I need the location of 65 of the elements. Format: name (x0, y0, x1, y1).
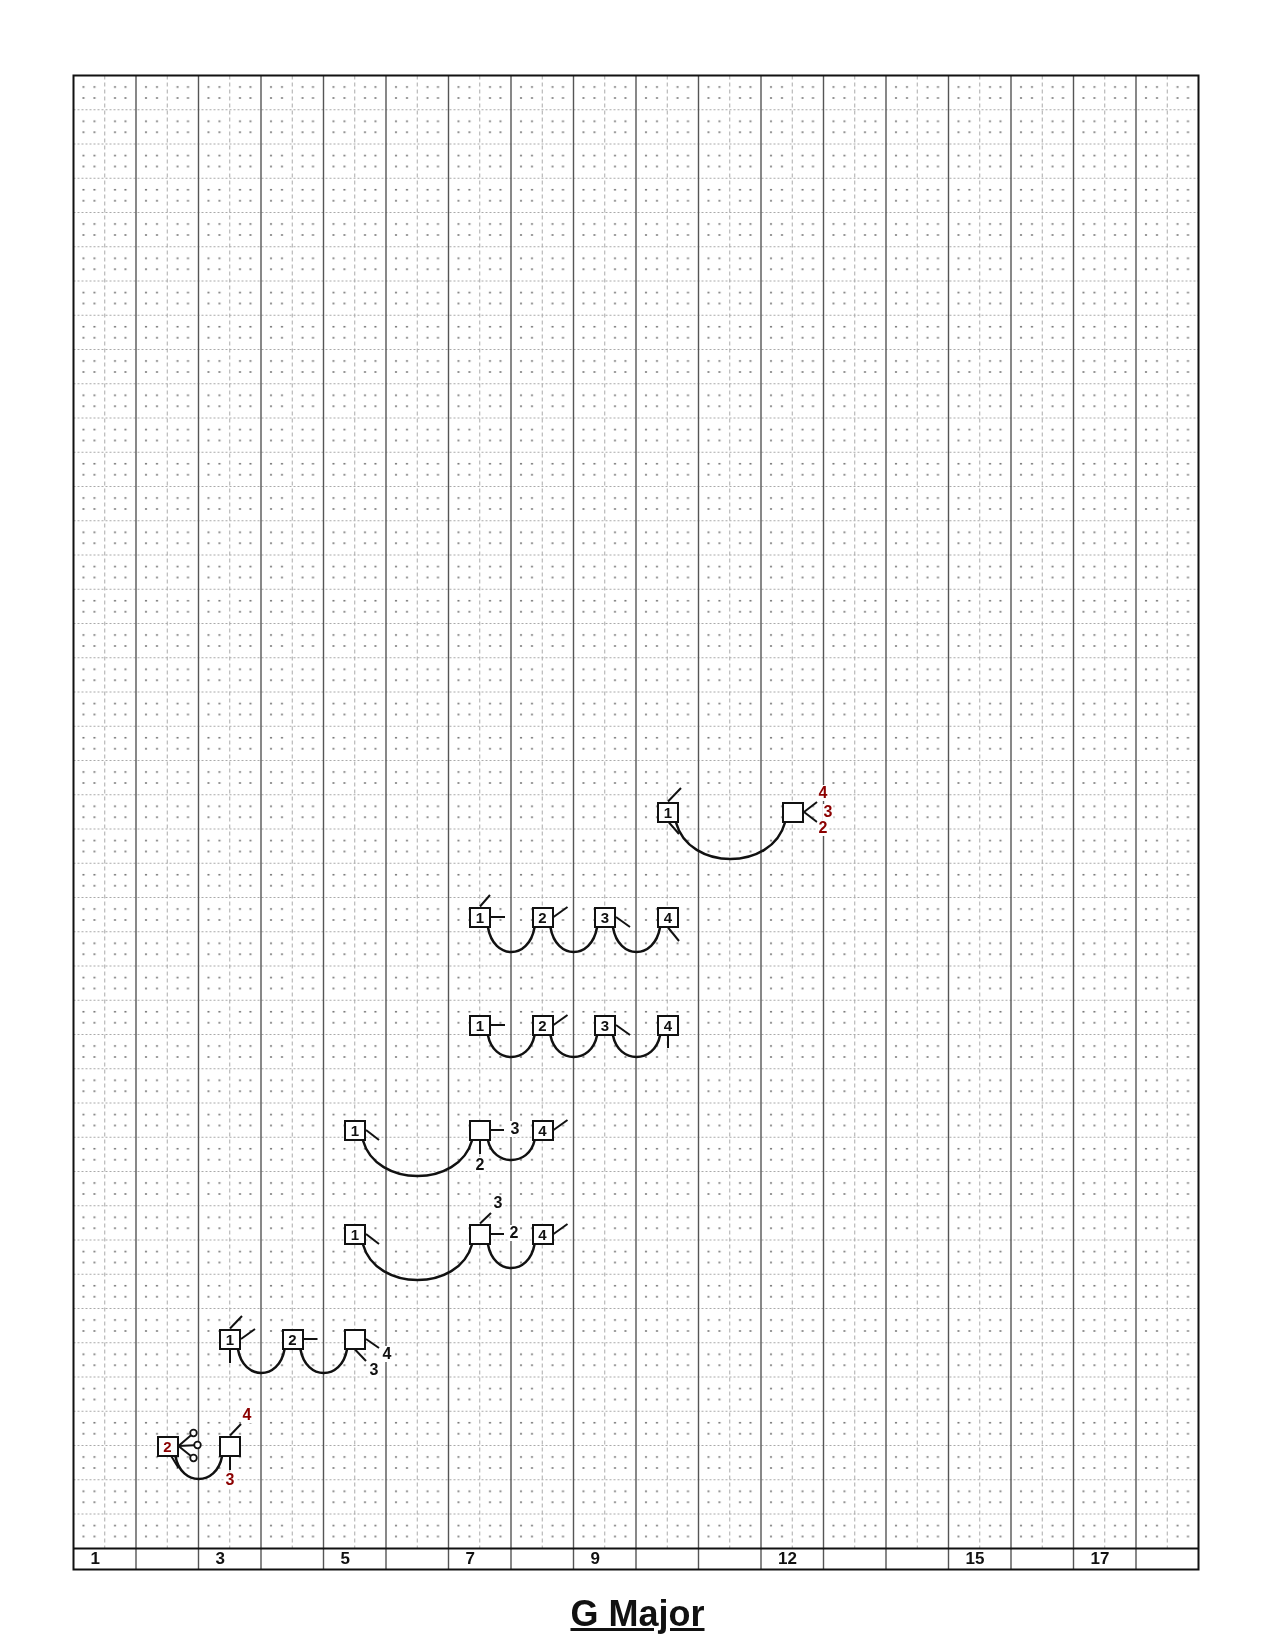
column-number: 9 (590, 1550, 600, 1568)
note-box (219, 1435, 241, 1457)
note-box (657, 906, 679, 928)
finger-number: 4 (663, 1017, 673, 1033)
note-box (469, 1223, 491, 1245)
slur-arc (486, 926, 536, 954)
finger-number: 2 (163, 1438, 172, 1454)
slur-arc (611, 926, 662, 954)
slur-arc (549, 926, 599, 954)
finger-number: 2 (538, 909, 547, 925)
slur-arc (486, 1139, 536, 1162)
slur-arc (236, 1348, 286, 1375)
finger-number: 1 (663, 804, 673, 820)
column-number: 12 (778, 1550, 797, 1568)
slur-arc (174, 1455, 224, 1481)
column-number: 1 (90, 1550, 100, 1568)
slur-arc (486, 1243, 536, 1270)
note-box (219, 1328, 241, 1350)
slur-arc (611, 1034, 662, 1059)
finger-number: 1 (475, 1017, 485, 1033)
finger-number: 1 (225, 1331, 235, 1347)
finger-number: 3 (368, 1362, 380, 1378)
finger-number: 3 (600, 909, 610, 925)
note-box (594, 1014, 616, 1036)
note-box (469, 1119, 491, 1141)
finger-number: 3 (224, 1472, 236, 1488)
slur-arc (299, 1348, 349, 1375)
note-box (344, 1119, 366, 1141)
note-box (344, 1328, 366, 1350)
note-box (469, 1014, 491, 1036)
finger-number: 4 (241, 1407, 253, 1423)
note-box (469, 906, 491, 928)
slur-arc (361, 1139, 474, 1178)
note-box (657, 801, 679, 823)
slur-arc (674, 821, 787, 861)
finger-number: 1 (350, 1226, 360, 1242)
finger-number: 4 (538, 1122, 547, 1138)
note-box (782, 801, 804, 823)
column-number: 15 (965, 1550, 985, 1568)
finger-number: 3 (509, 1121, 521, 1137)
finger-number: 4 (538, 1226, 547, 1242)
note-box (657, 1014, 679, 1036)
note-box (594, 906, 616, 928)
finger-number: 4 (381, 1346, 393, 1362)
column-number: 17 (1090, 1550, 1110, 1568)
column-number: 5 (340, 1550, 350, 1568)
finger-number: 4 (817, 785, 829, 801)
finger-number: 2 (474, 1157, 486, 1173)
finger-number: 1 (350, 1122, 360, 1138)
finger-number: 2 (508, 1225, 520, 1241)
slur-arc (486, 1034, 536, 1059)
finger-number: 1 (475, 909, 485, 925)
column-number: 7 (465, 1550, 475, 1568)
finger-number: 3 (822, 804, 834, 820)
finger-number: 3 (492, 1195, 504, 1211)
finger-number: 2 (538, 1017, 547, 1033)
slur-arc (549, 1034, 599, 1059)
diagram-title: G Major (570, 1595, 705, 1633)
slur-arc (361, 1243, 474, 1282)
finger-number: 2 (817, 820, 829, 836)
note-box (344, 1223, 366, 1245)
finger-number: 4 (663, 909, 673, 925)
finger-number: 3 (600, 1017, 610, 1033)
finger-number: 2 (288, 1331, 297, 1347)
column-number: 3 (215, 1550, 225, 1568)
